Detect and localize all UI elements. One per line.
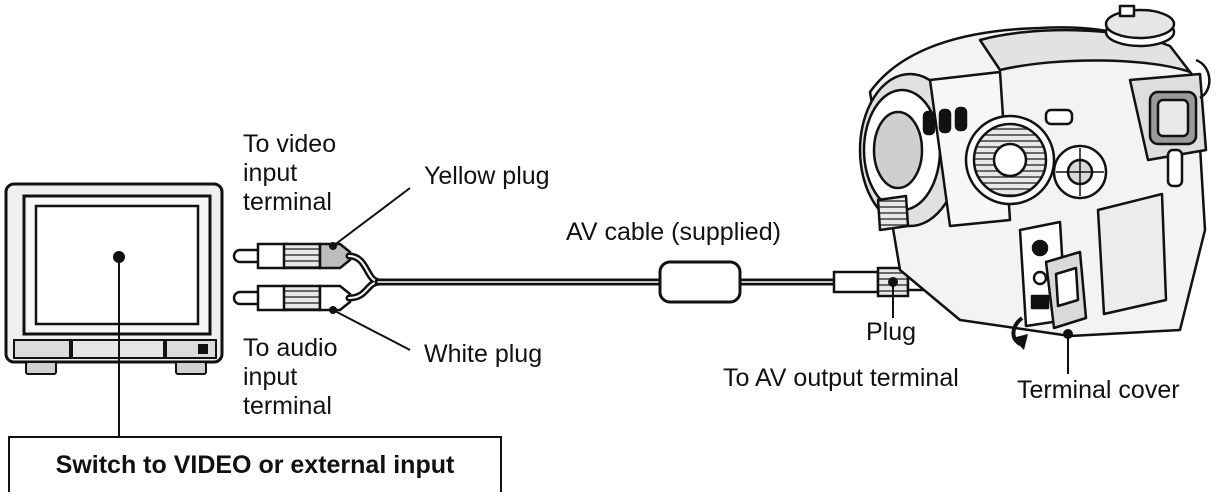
av-cable <box>345 252 840 302</box>
television-illustration <box>4 182 224 375</box>
white-callout-line <box>332 309 411 351</box>
av-output-terminal-label: To AV output terminal <box>723 364 959 392</box>
video-terminal-label: To video input terminal <box>243 130 337 216</box>
yellow-callout-line <box>332 187 411 247</box>
av-cable-label: AV cable (supplied) <box>566 218 781 246</box>
white-rca-plug <box>232 284 352 312</box>
yellow-plug-label: Yellow plug <box>424 162 550 190</box>
audio-terminal-label: To audio input terminal <box>243 334 338 420</box>
terminal-cover-label: Terminal cover <box>1017 376 1180 404</box>
switch-instruction-box: Switch to VIDEO or external input <box>8 436 502 492</box>
open-cover-arrowhead <box>1012 334 1028 350</box>
yellow-rca-plug <box>232 242 352 270</box>
camera-illustration <box>858 4 1211 338</box>
white-plug-label: White plug <box>424 340 543 368</box>
ferrite-core <box>658 260 742 304</box>
plug-label: Plug <box>866 318 917 346</box>
switch-instruction-text: Switch to VIDEO or external input <box>55 450 455 479</box>
